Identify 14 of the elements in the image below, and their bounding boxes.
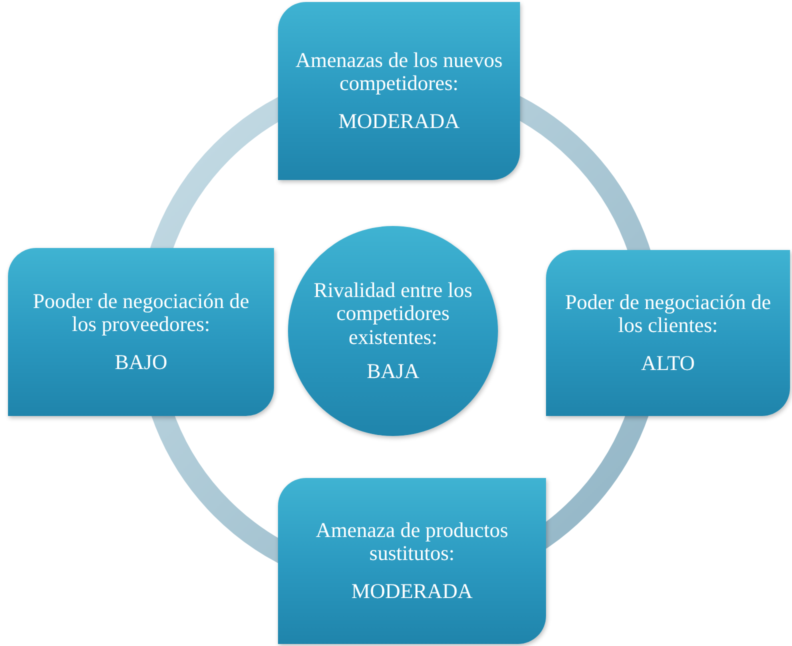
force-title: Amenazas de los nuevos competidores:	[294, 48, 504, 96]
force-box	[278, 2, 520, 180]
force-rating: MODERADA	[351, 580, 473, 604]
force-title: Pooder de negociación de los proveedores:	[32, 290, 250, 337]
force-rating: BAJO	[114, 350, 168, 374]
force-rating: BAJA	[366, 360, 420, 384]
force-title: Rivalidad entre los competidores existentes:	[312, 278, 474, 350]
force-box	[546, 250, 790, 416]
force-title: Amenaza de productos sustitutos:	[314, 518, 510, 566]
force-box	[8, 248, 274, 416]
force-rating: MODERADA	[338, 110, 460, 134]
force-title: Poder de negociación de los clientes:	[564, 290, 772, 338]
force-rating: ALTO	[641, 352, 695, 376]
force-box	[278, 478, 546, 644]
